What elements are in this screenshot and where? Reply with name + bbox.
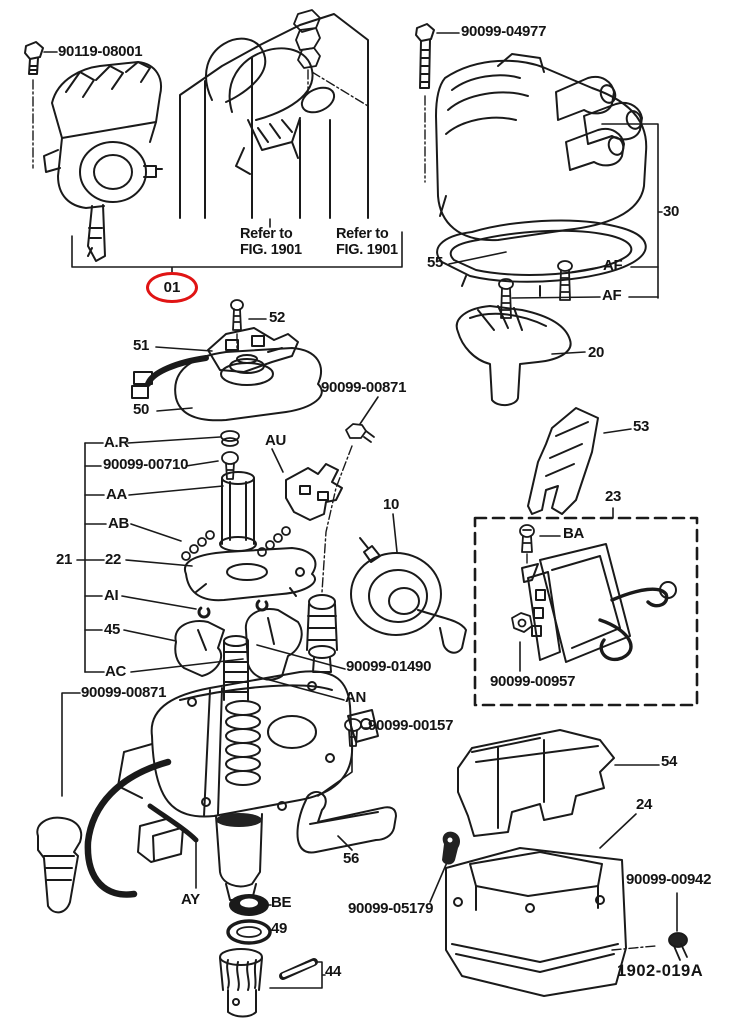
governor-weight-45-art bbox=[174, 620, 225, 677]
clamp-56-art bbox=[296, 791, 397, 854]
screw-00157-art bbox=[344, 718, 362, 747]
clip-05179-art bbox=[442, 831, 461, 865]
centerline-dashes bbox=[32, 69, 656, 951]
callout-BA: BA bbox=[563, 525, 585, 542]
bolt-00957-art bbox=[511, 612, 533, 633]
igniter-art bbox=[521, 543, 677, 663]
callout-AU: AU bbox=[265, 432, 287, 449]
part-number-90099-04977: 90099-04977 bbox=[461, 23, 547, 40]
callout-AB: AB bbox=[108, 515, 130, 532]
callout-49: 49 bbox=[271, 920, 288, 937]
dust-cover-50-art bbox=[131, 347, 323, 422]
rotor-screw-52-art bbox=[230, 299, 244, 331]
callout-AI: AI bbox=[104, 587, 119, 604]
igniter-group-box bbox=[473, 516, 699, 707]
refer-note-2: Refer to FIG. 1901 bbox=[336, 226, 398, 259]
callout-55: 55 bbox=[427, 254, 444, 271]
callout-56: 56 bbox=[343, 850, 360, 867]
callout-44: 44 bbox=[325, 963, 342, 980]
bolt-04977-art bbox=[415, 23, 435, 89]
part-number-90099-01490: 90099-01490 bbox=[346, 658, 432, 675]
bolt-00871-mid-art bbox=[345, 423, 375, 443]
part-number-90099-00710: 90099-00710 bbox=[103, 456, 189, 473]
cap-gasket-art bbox=[436, 219, 647, 297]
part-number-90099-00871-mid: 90099-00871 bbox=[321, 379, 407, 396]
oring-BE-art bbox=[229, 894, 269, 916]
callout-24: 24 bbox=[636, 796, 653, 813]
screw-00942-art bbox=[668, 932, 688, 961]
governor-shaft-AA-art bbox=[219, 471, 257, 552]
governor-plate-22-art bbox=[183, 547, 317, 602]
callout-30: 30 bbox=[663, 203, 680, 220]
governor-weight-AC-art bbox=[244, 608, 303, 681]
distributor-assembly-art bbox=[43, 61, 163, 262]
clips-AI-art bbox=[197, 598, 269, 619]
callout-10: 10 bbox=[383, 496, 400, 513]
wire-grommet-chain-art bbox=[293, 9, 321, 69]
callout-23: 23 bbox=[605, 488, 622, 505]
af-screws-art bbox=[498, 260, 573, 319]
vacuum-advancer-10-art bbox=[350, 537, 467, 654]
part-number-90099-00871-left: 90099-00871 bbox=[81, 684, 167, 701]
callout-AF-1: AF bbox=[603, 257, 623, 274]
part-number-90099-05179: 90099-05179 bbox=[348, 900, 434, 917]
part-number-90099-00942: 90099-00942 bbox=[626, 871, 712, 888]
callout-54: 54 bbox=[661, 753, 678, 770]
dust-cover-20-art bbox=[455, 305, 572, 406]
cover-lower-24-art bbox=[445, 847, 627, 997]
springs-AB-art bbox=[181, 526, 291, 561]
callout-AF-2: AF bbox=[602, 287, 622, 304]
callout-01-label: 01 bbox=[163, 279, 181, 296]
cover-upper-54-art bbox=[457, 729, 615, 837]
cover-53-art bbox=[527, 407, 599, 515]
distributor-cap-art bbox=[435, 53, 648, 242]
refer-note-1: Refer to FIG. 1901 bbox=[240, 226, 302, 259]
drive-gear-44-art bbox=[219, 948, 318, 1018]
callout-45: 45 bbox=[104, 621, 121, 638]
figure-code: 1902-019A bbox=[617, 962, 704, 980]
callout-50: 50 bbox=[133, 401, 150, 418]
callout-BE: BE bbox=[271, 894, 292, 911]
callout-AC: AC bbox=[105, 663, 127, 680]
wiring-harness-art bbox=[36, 758, 199, 914]
grommet-AR-art bbox=[220, 430, 240, 447]
screw-00710-art bbox=[221, 451, 239, 480]
callout-53: 53 bbox=[633, 418, 650, 435]
callout-AN: AN bbox=[345, 689, 367, 706]
spark-plug-wires-panel-art bbox=[179, 13, 369, 219]
screw-BA-art bbox=[519, 524, 535, 553]
callout-21: 21 bbox=[56, 551, 73, 568]
callout-AR: A.R bbox=[104, 434, 129, 451]
callout-22: 22 bbox=[105, 551, 122, 568]
callout-20: 20 bbox=[588, 344, 605, 361]
selected-callout-01[interactable]: 01 bbox=[146, 272, 198, 303]
callout-AY: AY bbox=[181, 891, 200, 908]
callout-52: 52 bbox=[269, 309, 286, 326]
oring-49-art bbox=[226, 919, 272, 945]
distributor-housing-art bbox=[117, 635, 379, 901]
part-number-90099-00957: 90099-00957 bbox=[490, 673, 576, 690]
part-number-90099-00157: 90099-00157 bbox=[368, 717, 454, 734]
bolt-90119-art bbox=[24, 41, 44, 75]
part-number-90119-08001: 90119-08001 bbox=[58, 43, 143, 60]
callout-51: 51 bbox=[133, 337, 150, 354]
callout-AA: AA bbox=[106, 486, 128, 503]
connector-AU-art bbox=[285, 463, 343, 521]
